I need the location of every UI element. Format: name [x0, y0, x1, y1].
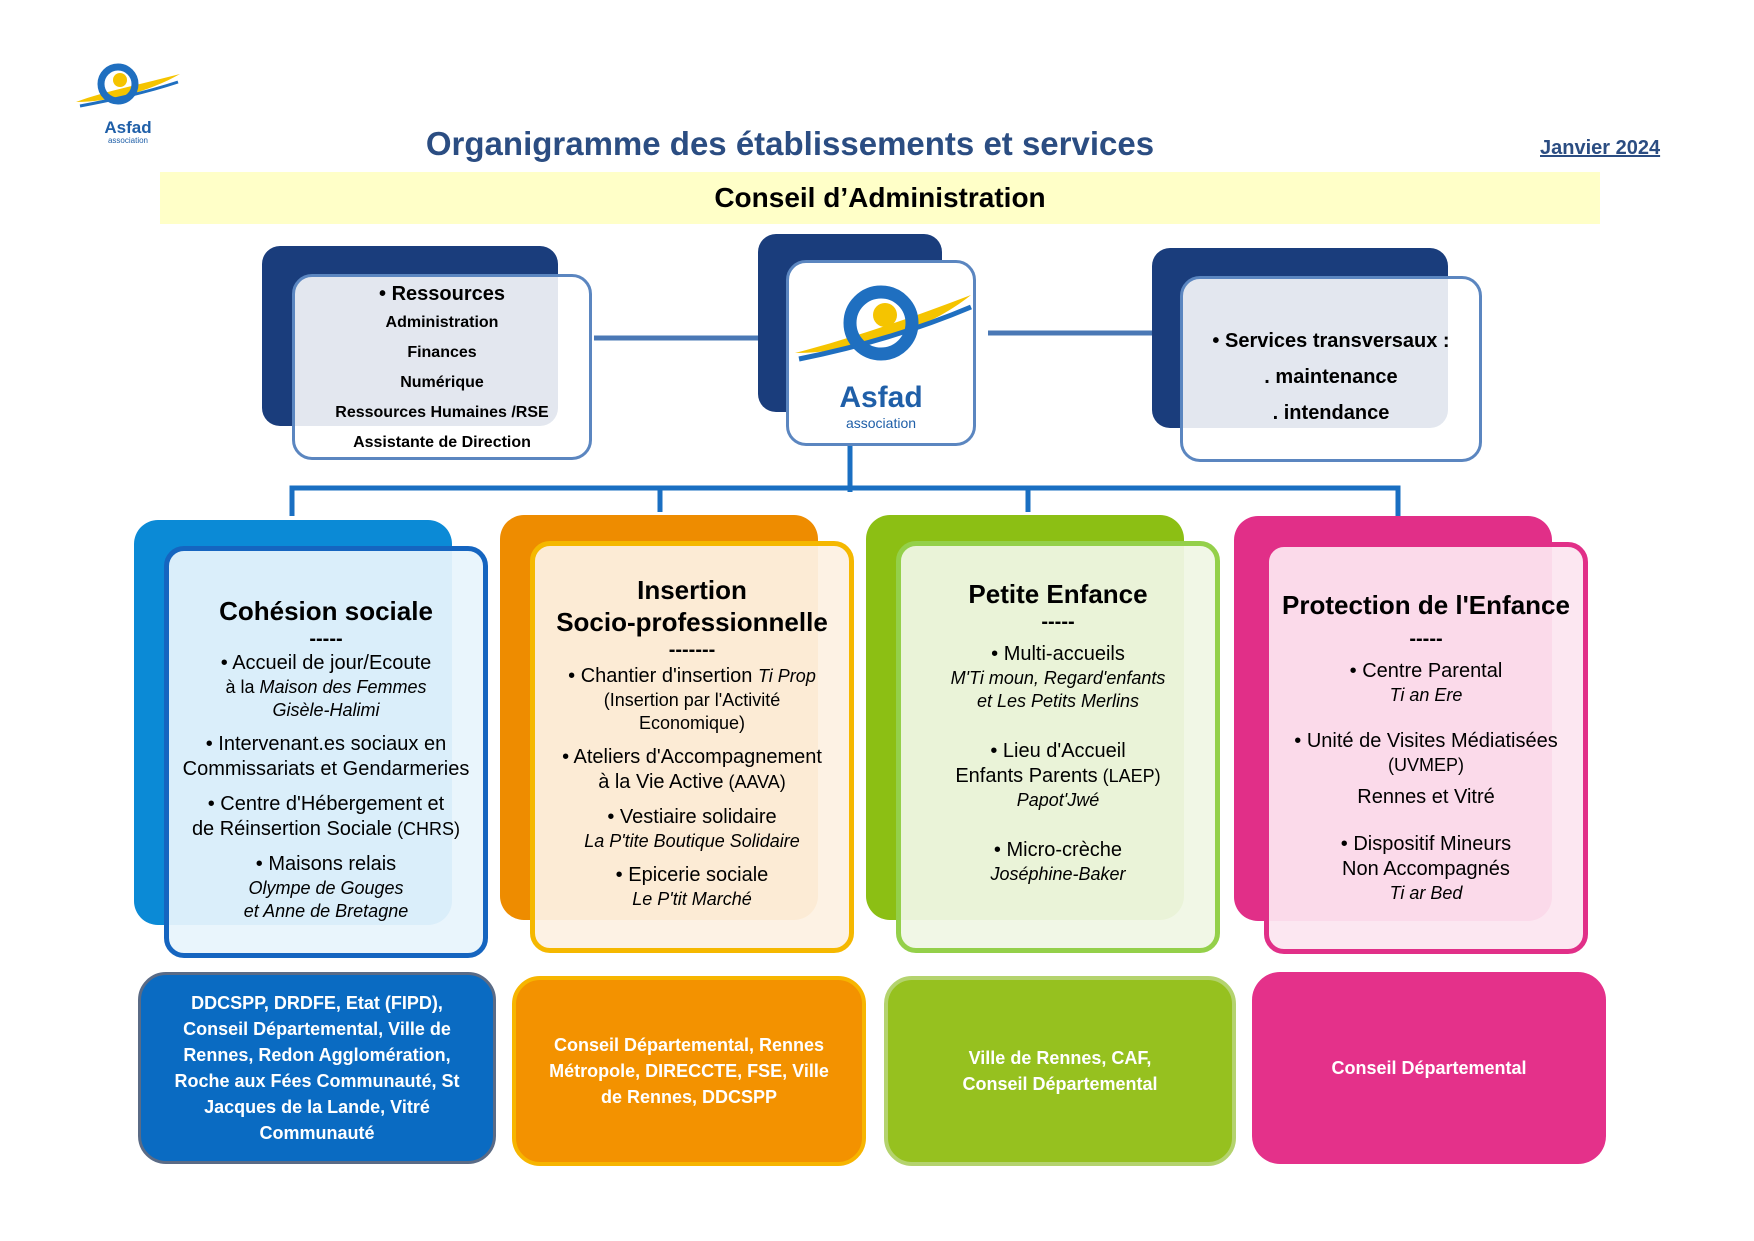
- pole-petite-enfance-card: Petite Enfance ----- • Multi-accueils M'…: [896, 541, 1220, 953]
- resources-item: Ressources Humaines /RSE: [335, 404, 549, 421]
- funders-insertion: Conseil Départemental, Rennes Métropole,…: [512, 976, 866, 1166]
- pole-dash: -----: [1409, 628, 1443, 650]
- transverse-heading: • Services transversaux :: [1212, 330, 1450, 352]
- funders-text: DDCSPP, DRDFE, Etat (FIPD), Conseil Dépa…: [174, 993, 460, 1143]
- service-italic: Ti an Ere: [1389, 685, 1463, 705]
- resources-item: Assistante de Direction: [353, 434, 531, 451]
- logo-brand-subtext: association: [107, 136, 149, 145]
- transverse-card: • Services transversaux : . maintenance …: [1180, 276, 1482, 462]
- service-centre-parental: • Centre Parental: [1349, 660, 1503, 682]
- service-multi-accueils: • Multi-accueils: [991, 643, 1125, 665]
- pole-title: Protection de l'Enfance: [1282, 590, 1570, 620]
- service-italic: La P'tite Boutique Solidaire: [584, 831, 800, 851]
- funders-petite-enfance: Ville de Rennes, CAF, Conseil Départemen…: [884, 976, 1236, 1166]
- center-logo-swirl-icon: [795, 285, 972, 362]
- service-italic: Olympe de Gouges: [248, 878, 404, 898]
- pole-title-line2: Socio-professionnelle: [556, 607, 828, 637]
- service-intervenants: • Intervenant.es sociaux en: [205, 733, 447, 755]
- pole-protection-card: Protection de l'Enfance ----- • Centre P…: [1264, 542, 1588, 954]
- service-laep: • Lieu d'Accueil: [990, 740, 1126, 762]
- service-maisons-relais: • Maisons relais: [255, 853, 397, 875]
- board-banner: Conseil d’Administration: [160, 172, 1600, 224]
- funders-cohesion: DDCSPP, DRDFE, Etat (FIPD), Conseil Dépa…: [138, 972, 496, 1164]
- pole-cohesion-card: Cohésion sociale ----- • Accueil de jour…: [164, 546, 488, 958]
- pole-title: Insertion: [637, 575, 747, 605]
- resources-item: Administration: [385, 314, 499, 331]
- resources-item: Numérique: [400, 374, 484, 391]
- service-sub: (Insertion par l'Activité: [603, 690, 781, 710]
- service-line3: Rennes et Vitré: [1357, 786, 1495, 808]
- service-italic: M'Ti moun, Regard'enfants: [950, 668, 1166, 688]
- pole-insertion-card: Insertion Socio-professionnelle ------- …: [530, 541, 854, 953]
- funders-text: Ville de Rennes, CAF, Conseil Départemen…: [962, 1048, 1158, 1094]
- service-uvmep: • Unité de Visites Médiatisées: [1294, 730, 1558, 752]
- service-vestiaire: • Vestiaire solidaire: [607, 806, 777, 828]
- center-logo-card: Asfad association: [786, 260, 976, 446]
- transverse-item: . intendance: [1272, 402, 1390, 424]
- pole-title: Cohésion sociale: [219, 596, 433, 626]
- service-italic: Joséphine-Baker: [990, 864, 1126, 884]
- page-date: Janvier 2024: [1540, 137, 1661, 159]
- service-italic: et Anne de Bretagne: [243, 901, 409, 921]
- service-line2: à la Vie Active (AAVA): [598, 771, 786, 793]
- service-italic: Le P'tit Marché: [632, 889, 752, 909]
- pole-dash: -----: [1041, 611, 1075, 633]
- service-micro-creche: • Micro-crèche: [993, 839, 1123, 861]
- pole-dash: -------: [668, 639, 716, 661]
- funders-text: Conseil Départemental, Rennes Métropole,…: [549, 1035, 829, 1107]
- service-sub: (UVMEP): [1388, 755, 1464, 775]
- logo-swirl-icon: [76, 63, 180, 108]
- connector-bus: [289, 485, 1401, 516]
- service-line2: Non Accompagnés: [1342, 858, 1510, 880]
- transverse-item: . maintenance: [1264, 366, 1398, 388]
- pole-title: Petite Enfance: [968, 579, 1148, 609]
- service-chantier: • Chantier d'insertion Ti Prop: [568, 665, 816, 687]
- service-line2: de Réinsertion Sociale (CHRS): [191, 818, 461, 840]
- service-line2: Commissariats et Gendarmeries: [182, 758, 470, 780]
- service-italic: Papot'Jwé: [1016, 790, 1100, 810]
- service-aava: • Ateliers d'Accompagnement: [562, 746, 822, 768]
- service-accueil-jour: • Accueil de jour/Ecoute: [220, 652, 432, 674]
- resources-item: Finances: [407, 344, 477, 361]
- pole-dash: -----: [309, 628, 343, 650]
- service-sub: Economique): [638, 713, 746, 733]
- resources-card: • Ressources Administration Finances Num…: [292, 274, 592, 460]
- service-epicerie: • Epicerie sociale: [615, 864, 769, 886]
- service-mna: • Dispositif Mineurs: [1340, 833, 1512, 855]
- service-italic: Ti ar Bed: [1389, 883, 1463, 903]
- service-italic: Gisèle-Halimi: [272, 700, 380, 720]
- center-logo-text: Asfad: [839, 381, 923, 414]
- funders-text: Conseil Départemental: [1331, 1058, 1527, 1078]
- asfad-logo-header: Asfad association: [72, 62, 182, 148]
- service-chrs: • Centre d'Hébergement et: [207, 793, 445, 815]
- funders-protection: Conseil Départemental: [1252, 972, 1606, 1164]
- service-line2: Enfants Parents (LAEP): [955, 765, 1161, 787]
- resources-heading: • Ressources: [379, 283, 505, 305]
- logo-brand-text: Asfad: [104, 118, 152, 137]
- page-title: Organigramme des établissements et servi…: [425, 125, 1155, 162]
- service-sub: à la Maison des Femmes: [225, 677, 427, 697]
- center-logo-subtext: association: [845, 415, 917, 431]
- service-italic: et Les Petits Merlins: [976, 691, 1140, 711]
